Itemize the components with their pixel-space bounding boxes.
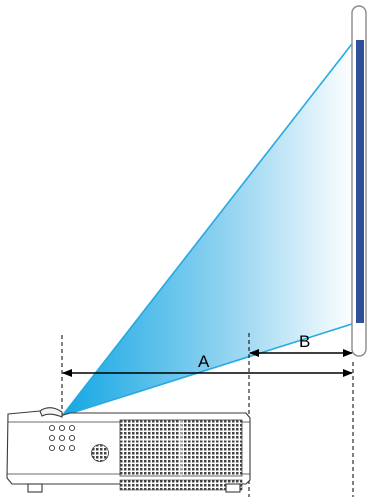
speaker-grille xyxy=(91,444,109,462)
dimension-b-label: B xyxy=(299,332,310,351)
projector-foot xyxy=(27,483,43,493)
projector-icon xyxy=(6,407,251,493)
projector-foot xyxy=(225,483,241,493)
projection-screen-icon xyxy=(351,5,367,357)
dimension-b: B xyxy=(249,332,353,357)
control-buttons xyxy=(48,424,76,452)
dimension-a-label: A xyxy=(198,352,210,371)
dimension-a: A xyxy=(62,352,353,377)
light-beam xyxy=(61,39,356,417)
